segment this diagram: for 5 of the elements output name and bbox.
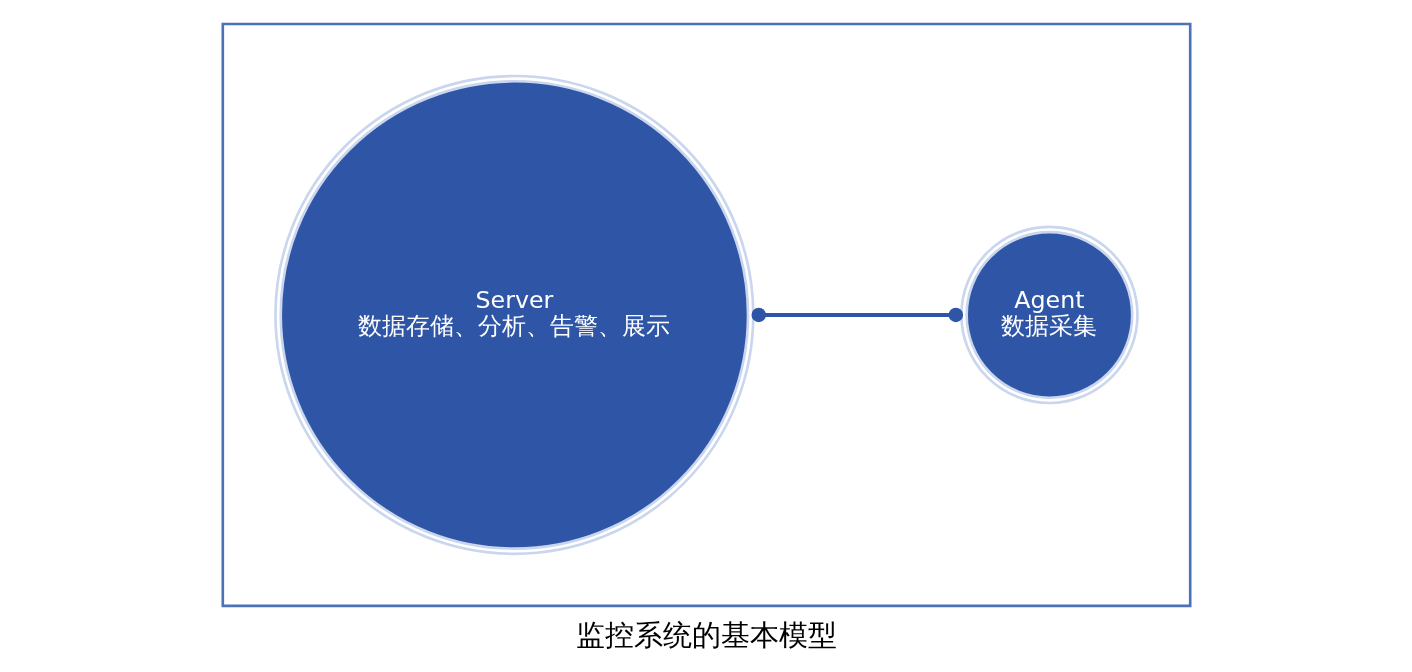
node-circle: Agent 数据采集 [959, 225, 1139, 405]
cluster [221, 22, 1191, 608]
node-circle: Server 数据存储、分析、告警、展示 [273, 74, 755, 556]
caption: 监控系统的基本模型 [575, 617, 837, 652]
connector [751, 307, 963, 323]
